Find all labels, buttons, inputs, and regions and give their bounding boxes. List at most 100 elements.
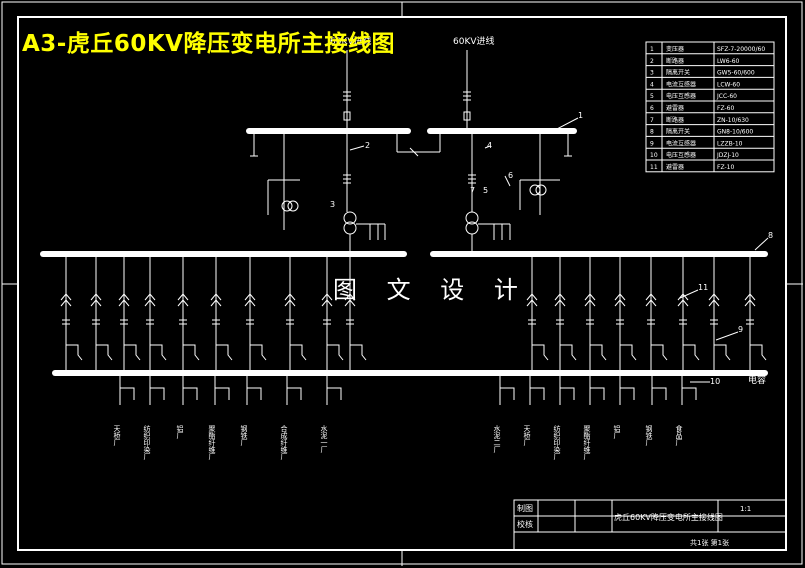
table-cell-index: 8 <box>650 129 654 136</box>
outgoing-feeder-right <box>499 376 515 405</box>
lv-busbar-lower <box>52 370 768 376</box>
bus-number-7: 7 <box>470 186 475 195</box>
table-cell-name: 隔离开关 <box>666 69 690 77</box>
lv-busbar-upper-right <box>430 251 768 257</box>
incoming-label-left: 60KV进线 <box>330 35 372 47</box>
feeder-label-right: 食品厂 <box>675 424 683 447</box>
table-cell-name: 避雷器 <box>666 104 684 112</box>
feeder-bay <box>744 257 767 370</box>
feeder-bay <box>614 257 637 370</box>
table-cell-model: JCC-60 <box>716 93 737 100</box>
outgoing-feeder-left <box>119 376 135 405</box>
feeder-bay <box>584 257 607 370</box>
feeder-bay <box>526 257 549 370</box>
table-cell-index: 7 <box>650 117 654 124</box>
outgoing-feeder-right <box>651 376 667 405</box>
hv-busbar-left <box>246 128 411 134</box>
table-cell-name: 电压互感器 <box>666 92 696 100</box>
bus-number-9: 9 <box>738 325 743 334</box>
title-block-designed: 制图 <box>517 503 533 513</box>
feeder-label-left: 水泥一厂 <box>320 424 328 454</box>
feeder-bay <box>284 257 307 370</box>
feeder-labels: 天桥厂纺织印染厂铝厂聚酯纤维厂钢铁厂合成纤维厂水泥一厂水泥二厂天桥厂纺织印染厂聚… <box>113 376 697 461</box>
feeder-bay <box>321 257 344 370</box>
outgoing-feeder-right <box>619 376 635 405</box>
table-cell-index: 2 <box>650 58 654 65</box>
incoming-label-right: 60KV进线 <box>453 35 495 47</box>
table-cell-index: 9 <box>650 140 654 147</box>
bus-number-10: 10 <box>710 377 720 386</box>
table-cell-index: 5 <box>650 93 654 100</box>
table-cell-index: 3 <box>650 70 654 77</box>
feeder-label-right: 钢铁厂 <box>645 424 653 447</box>
bus-number-2: 2 <box>365 141 370 150</box>
feeder-label-right: 纺织印染厂 <box>553 424 561 461</box>
table-cell-name: 断路器 <box>666 116 684 124</box>
feeder-bay <box>708 257 731 370</box>
outgoing-feeder-left <box>286 376 302 405</box>
table-cell-model: SFZ-7-20000/60 <box>717 46 765 53</box>
outgoing-feeder-left <box>326 376 342 405</box>
table-cell-model: FZ-10 <box>717 164 734 171</box>
bus-number-4: 4 <box>487 141 492 150</box>
outgoing-feeder-right <box>681 376 697 405</box>
hv-busbar-right <box>427 128 577 134</box>
table-cell-model: GN8-10/600 <box>717 129 753 136</box>
bus-number-6: 6 <box>508 171 513 180</box>
title-block-checked: 校核 <box>517 519 533 529</box>
table-cell-index: 4 <box>650 81 654 88</box>
table-cell-model: ZN-10/630 <box>717 117 749 124</box>
table-cell-model: LCW-60 <box>717 81 740 88</box>
table-cell-model: FZ-60 <box>717 105 734 112</box>
feeder-label-left: 合成纤维厂 <box>280 424 288 461</box>
bus-number-8: 8 <box>768 231 773 240</box>
incoming-line-right <box>463 50 471 131</box>
table-cell-index: 11 <box>650 164 658 171</box>
bus-number-3: 3 <box>330 200 335 209</box>
table-cell-name: 电流互感器 <box>666 139 696 147</box>
table-cell-name: 断路器 <box>666 57 684 65</box>
feeder-label-right: 铝厂 <box>613 424 621 440</box>
watermark: 图 文 设 计 <box>333 276 529 304</box>
outgoing-feeder-left <box>246 376 262 405</box>
bus-number-callouts <box>349 117 769 383</box>
drawing-title: A3-虎丘60KV降压变电所主接线图 <box>22 31 395 57</box>
feeder-bay <box>210 257 233 370</box>
table-cell-name: 电压互感器 <box>666 151 696 159</box>
title-block-sheet: 共1张 第1张 <box>690 538 729 547</box>
feeder-bays <box>60 257 767 370</box>
table-cell-model: GW5-60/600 <box>717 70 755 77</box>
feeder-bay <box>177 257 200 370</box>
feeder-label-left: 铝厂 <box>176 424 184 440</box>
table-cell-name: 电流互感器 <box>666 80 696 88</box>
outgoing-feeder-right <box>559 376 575 405</box>
table-cell-index: 6 <box>650 105 654 112</box>
table-cell-name: 变压器 <box>666 45 684 53</box>
title-block <box>513 499 787 551</box>
feeder-bay <box>144 257 167 370</box>
capacitor-label: 电容 <box>748 374 766 386</box>
title-block-scale: 1:1 <box>740 505 751 513</box>
outgoing-feeder-left <box>214 376 230 405</box>
equipment-table: 1 变压器 SFZ-7-20000/60 2 断路器 LW6-60 3 隔离开关 GW5-60/… <box>645 41 775 173</box>
main-transformer-left <box>343 211 386 254</box>
outgoing-feeder-left <box>149 376 165 405</box>
hv-bay-drops <box>250 134 572 230</box>
feeder-bay <box>90 257 113 370</box>
table-cell-index: 1 <box>650 46 654 53</box>
table-cell-name: 避雷器 <box>666 163 684 171</box>
feeder-label-left: 钢铁厂 <box>240 424 248 447</box>
feeder-label-left: 天桥厂 <box>113 425 121 447</box>
table-cell-index: 10 <box>650 152 658 159</box>
main-transformer-right <box>465 211 511 254</box>
bus-number-11: 11 <box>698 283 708 292</box>
feeder-label-right: 水泥二厂 <box>493 424 501 454</box>
feeder-bay <box>344 257 367 370</box>
table-cell-model: LW6-60 <box>717 58 740 65</box>
bus-number-5: 5 <box>483 186 488 195</box>
outgoing-feeder-right <box>529 376 545 405</box>
table-cell-model: LZZB-10 <box>717 140 743 147</box>
